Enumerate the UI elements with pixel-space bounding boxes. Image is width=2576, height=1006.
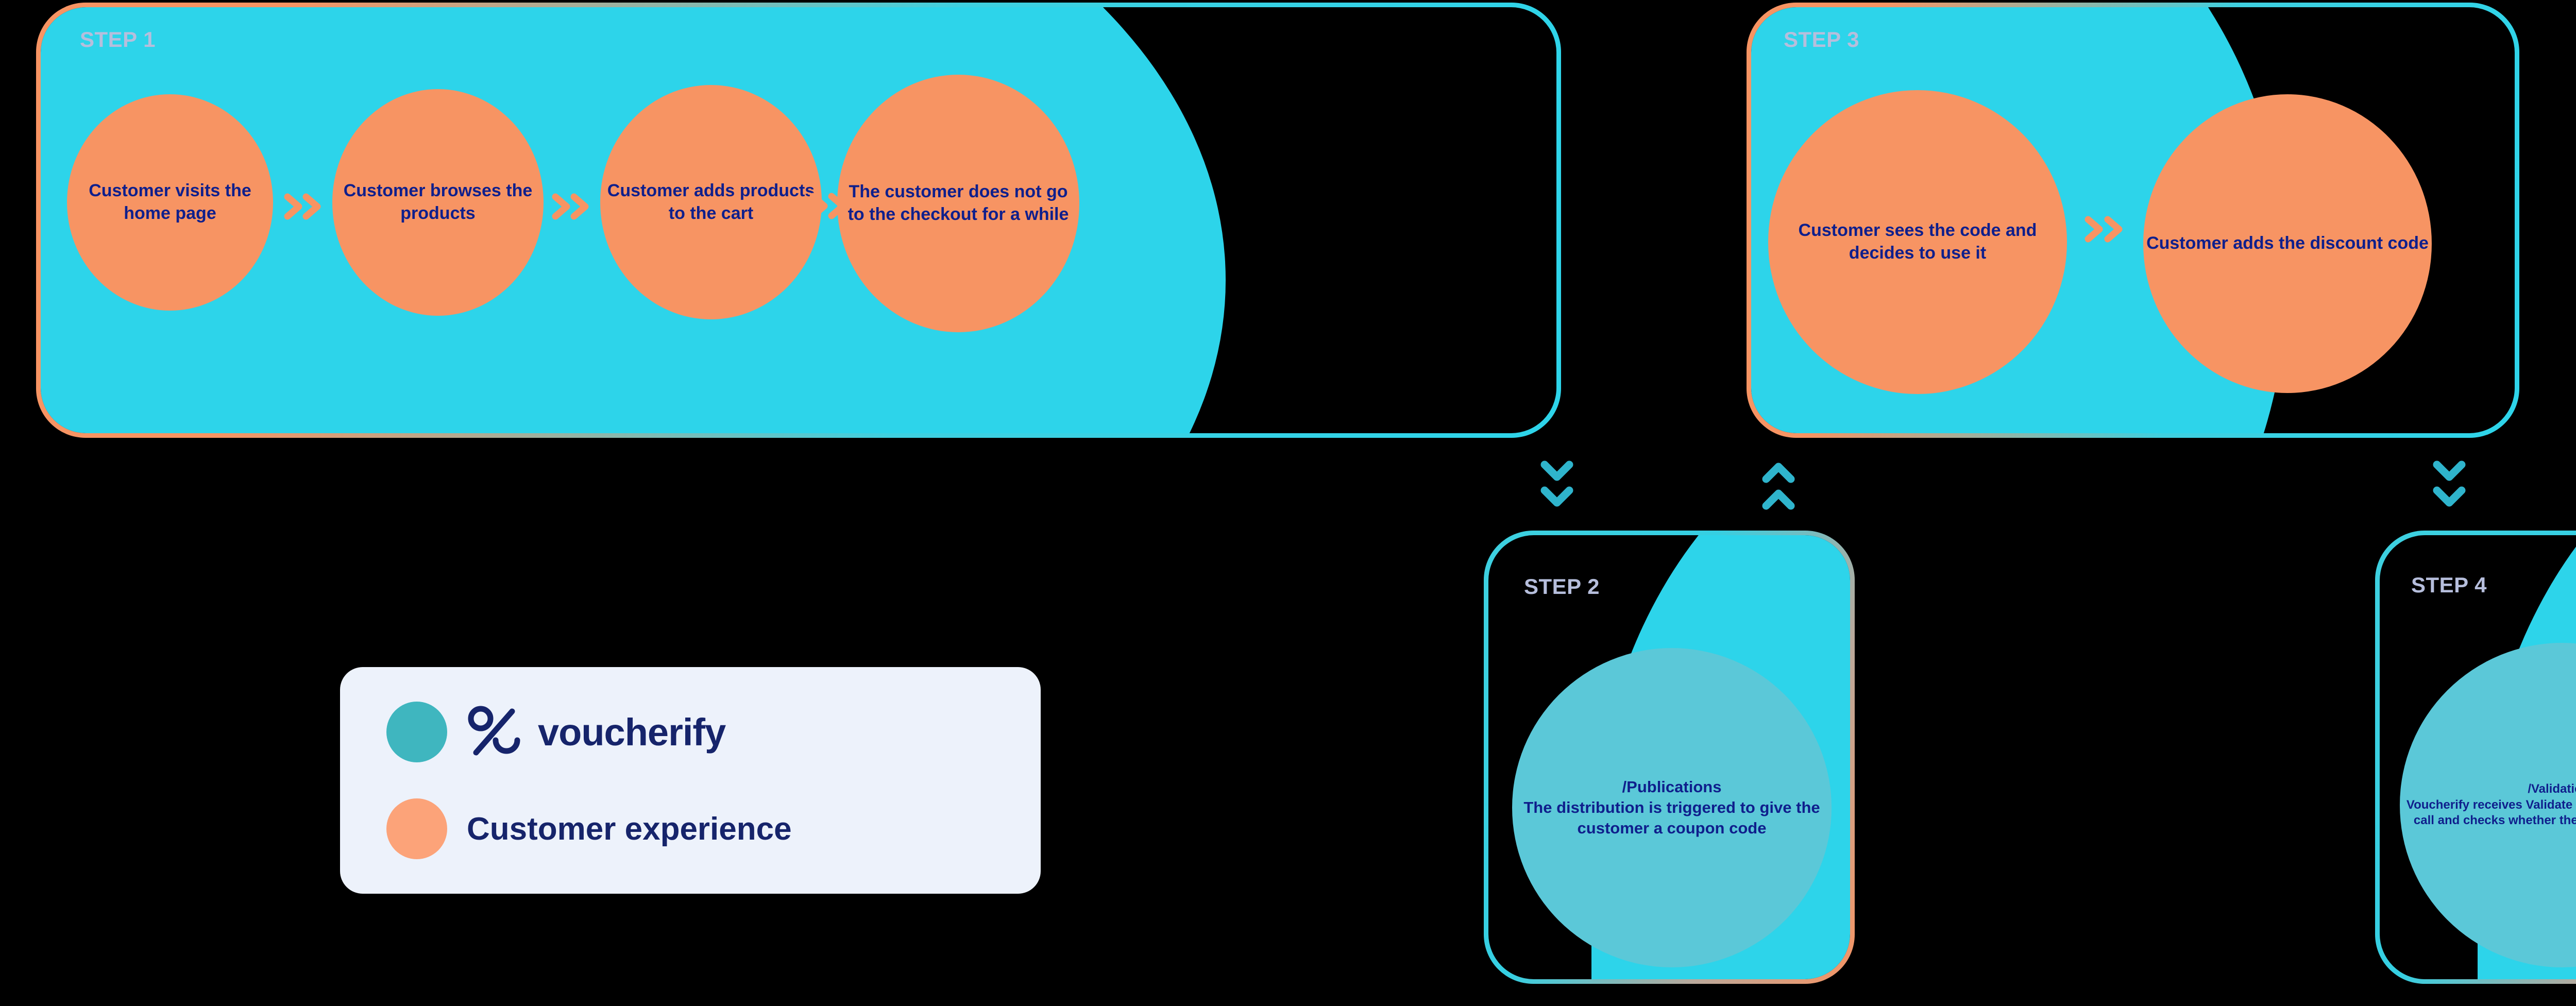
node-label: The customer does not go to the checkout… <box>848 182 1069 224</box>
legend-panel: voucherify Customer experience <box>340 667 1041 894</box>
connector-down-step-3-to-step-4 <box>2431 458 2468 515</box>
node-step-1-2: Customer adds products to the cart <box>600 85 822 319</box>
node-step-3-0: Customer sees the code and decides to us… <box>1768 90 2067 394</box>
step-panel-step-3: STEP 3 Customer sees the code and decide… <box>1747 3 2519 438</box>
node-step-1-0: Customer visits the home page <box>67 94 273 311</box>
step-3-label: STEP 3 <box>1784 27 1859 52</box>
legend-label-customer-experience: Customer experience <box>467 811 792 847</box>
connector-step-1-2-3 <box>809 191 850 221</box>
node-description: The distribution is triggered to give th… <box>1523 798 1820 837</box>
node-label: /Publications The distribution is trigge… <box>1512 777 1832 838</box>
step-panel-step-2: STEP 2 /Publications The distribution is… <box>1484 531 1855 984</box>
step-2-label: STEP 2 <box>1524 574 1600 599</box>
step-panel-step-4: STEP 4 /Validations Voucherify receives … <box>2375 531 2576 984</box>
connector-step-1-1-2 <box>551 191 592 222</box>
node-step-3-1: Customer adds the discount code <box>2143 94 2432 393</box>
step-1-label: STEP 1 <box>80 27 156 52</box>
legend-color-swatch-voucherify <box>386 702 447 762</box>
node-label: Customer sees the code and decides to us… <box>1798 220 2037 263</box>
node-step-1-3: The customer does not go to the checkout… <box>837 75 1079 332</box>
node-step-2-0: /Publications The distribution is trigge… <box>1512 648 1832 967</box>
node-label: Customer browses the products <box>343 181 533 223</box>
node-step-1-1: Customer browses the products <box>332 89 544 316</box>
api-endpoint-label: /Validations <box>2528 781 2576 796</box>
legend-item-voucherify: voucherify <box>386 702 1041 762</box>
node-label: Customer adds products to the cart <box>607 180 815 223</box>
connector-up-step-2-to-step-3 <box>1760 458 1797 515</box>
connector-down-step-1-to-step-2 <box>1538 458 1575 515</box>
node-label: Customer visits the home page <box>89 181 251 223</box>
legend-label-voucherify: voucherify <box>538 710 726 754</box>
connector-step-3-0-1 <box>2084 214 2126 245</box>
legend-color-swatch-customer-experience <box>386 798 447 859</box>
node-label: Customer adds the discount code <box>2146 233 2429 253</box>
legend-item-customer-experience: Customer experience <box>386 798 1041 859</box>
step-4-label: STEP 4 <box>2411 573 2487 597</box>
node-label: /Validations Voucherify receives Validat… <box>2400 781 2576 829</box>
api-endpoint-label: /Publications <box>1622 778 1722 796</box>
step-panel-step-1: STEP 1 Customer visits the home page Cus… <box>36 3 1561 438</box>
percent-smile-logo-icon <box>465 703 522 761</box>
connector-step-1-0-1 <box>283 191 325 222</box>
voucherify-logo: voucherify <box>465 703 726 761</box>
node-description: Voucherify receives Validate stackable d… <box>2406 797 2576 828</box>
